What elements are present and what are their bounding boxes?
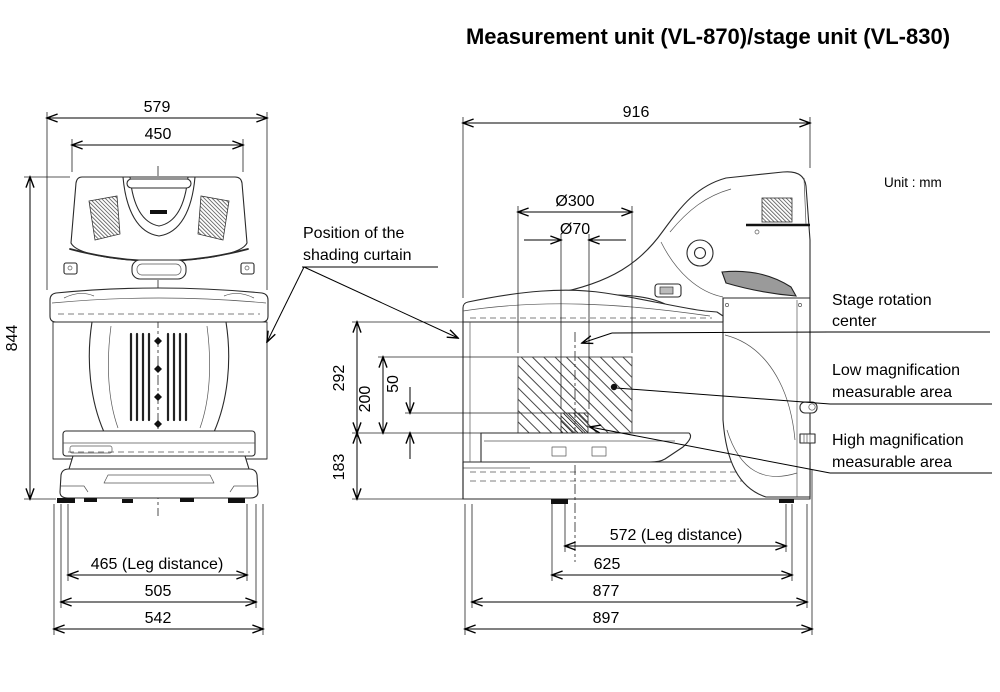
dim-front-overall-height: 844 [4, 325, 21, 352]
dim-stage-diameter: Ø300 [555, 193, 594, 210]
front-view-dimensions: 579 450 844 465 (Leg distance) 505 542 [4, 99, 267, 635]
dim-base-depth: 877 [593, 583, 620, 600]
stage-rotation-label-line2: center [832, 313, 877, 330]
dim-front-head-width: 450 [145, 126, 172, 143]
dim-front-overall-width: 579 [144, 99, 171, 116]
left-grille [88, 195, 121, 241]
rotary-stage [480, 432, 692, 463]
shading-curtain-label-line2: shading curtain [303, 247, 412, 264]
dim-high-mag-diameter: Ø70 [560, 221, 590, 238]
dim-max-base-depth: 897 [593, 610, 620, 627]
callout-stage-rotation: Stage rotation center [582, 292, 990, 343]
handle [721, 270, 797, 297]
front-base [59, 468, 259, 499]
dim-outer-leg-depth: 625 [594, 556, 621, 573]
high-mag-label-line1: High magnification [832, 432, 964, 449]
side-grille [761, 197, 793, 223]
dim-measure-height: 200 [357, 386, 374, 413]
high-mag-label-line2: measurable area [832, 454, 952, 471]
low-mag-label-line2: measurable area [832, 384, 952, 401]
dim-curtain-height: 292 [331, 365, 348, 392]
side-view-drawing [462, 171, 818, 562]
rear-tower [722, 297, 811, 498]
unit-note: Unit : mm [884, 175, 942, 190]
callout-shading-curtain: Position of the shading curtain [267, 225, 458, 342]
right-grille [197, 195, 230, 241]
visor-outline [122, 176, 196, 237]
callout-low-mag: Low magnification measurable area [610, 362, 992, 405]
low-mag-label-line1: Low magnification [832, 362, 960, 379]
stage-rotation-label-line1: Stage rotation [832, 292, 932, 309]
dim-front-base-width: 505 [145, 583, 172, 600]
page-title: Measurement unit (VL-870)/stage unit (VL… [466, 24, 950, 49]
dim-stage-height: 183 [331, 454, 348, 481]
dim-front-max-base-width: 542 [145, 610, 172, 627]
column-slots [129, 332, 188, 422]
callout-high-mag: High magnification measurable area [590, 427, 992, 474]
stage-hood [462, 289, 724, 323]
high-mag-area [560, 412, 589, 434]
shading-curtain-label-line1: Position of the [303, 225, 405, 242]
front-view-drawing [49, 166, 269, 516]
dim-side-overall-depth: 916 [623, 104, 650, 121]
low-mag-leader-dot [610, 383, 618, 391]
dim-front-leg-distance: 465 (Leg distance) [91, 556, 224, 573]
dim-side-leg-distance: 572 (Leg distance) [610, 527, 743, 544]
front-table [49, 287, 269, 323]
dim-high-mag-height: 50 [385, 375, 402, 393]
side-view-dimensions: 916 Ø300 Ø70 292 200 50 183 572 (Leg dis… [331, 104, 812, 635]
